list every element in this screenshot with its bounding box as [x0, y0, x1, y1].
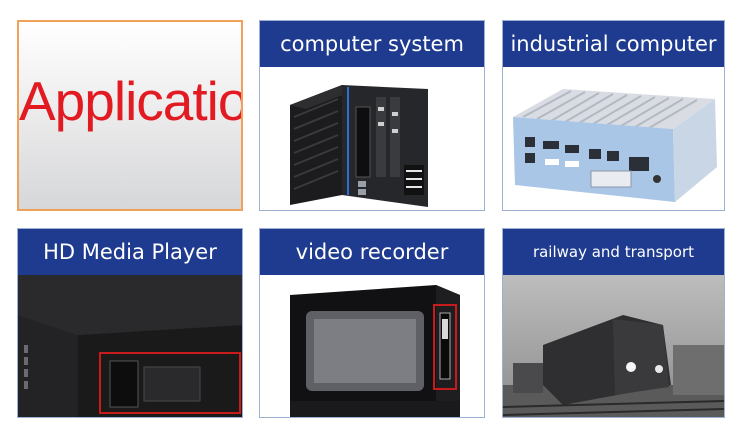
application-tile[interactable]: Application: [17, 20, 243, 211]
tile-computer-system[interactable]: computer system: [259, 20, 485, 211]
railway-train-image: [503, 275, 724, 417]
tile-video-recorder[interactable]: video recorder: [259, 228, 485, 418]
tile-title-computer-system: computer system: [260, 21, 484, 67]
hd-media-player-image: [18, 275, 242, 417]
tile-title-industrial-computer: industrial computer: [503, 21, 724, 67]
tile-title-hd-media-player: HD Media Player: [18, 229, 242, 275]
tile-title-video-recorder: video recorder: [260, 229, 484, 275]
tile-hd-media-player[interactable]: HD Media Player: [17, 228, 243, 418]
tile-title-railway-transport: railway and transport: [503, 229, 724, 275]
tile-railway-transport[interactable]: railway and transport: [502, 228, 725, 418]
fanless-computer-system-image: [260, 67, 484, 210]
video-recorder-image: [260, 275, 484, 417]
application-label: Application: [19, 70, 241, 132]
tile-industrial-computer[interactable]: industrial computer: [502, 20, 725, 211]
industrial-computer-image: [503, 67, 724, 210]
